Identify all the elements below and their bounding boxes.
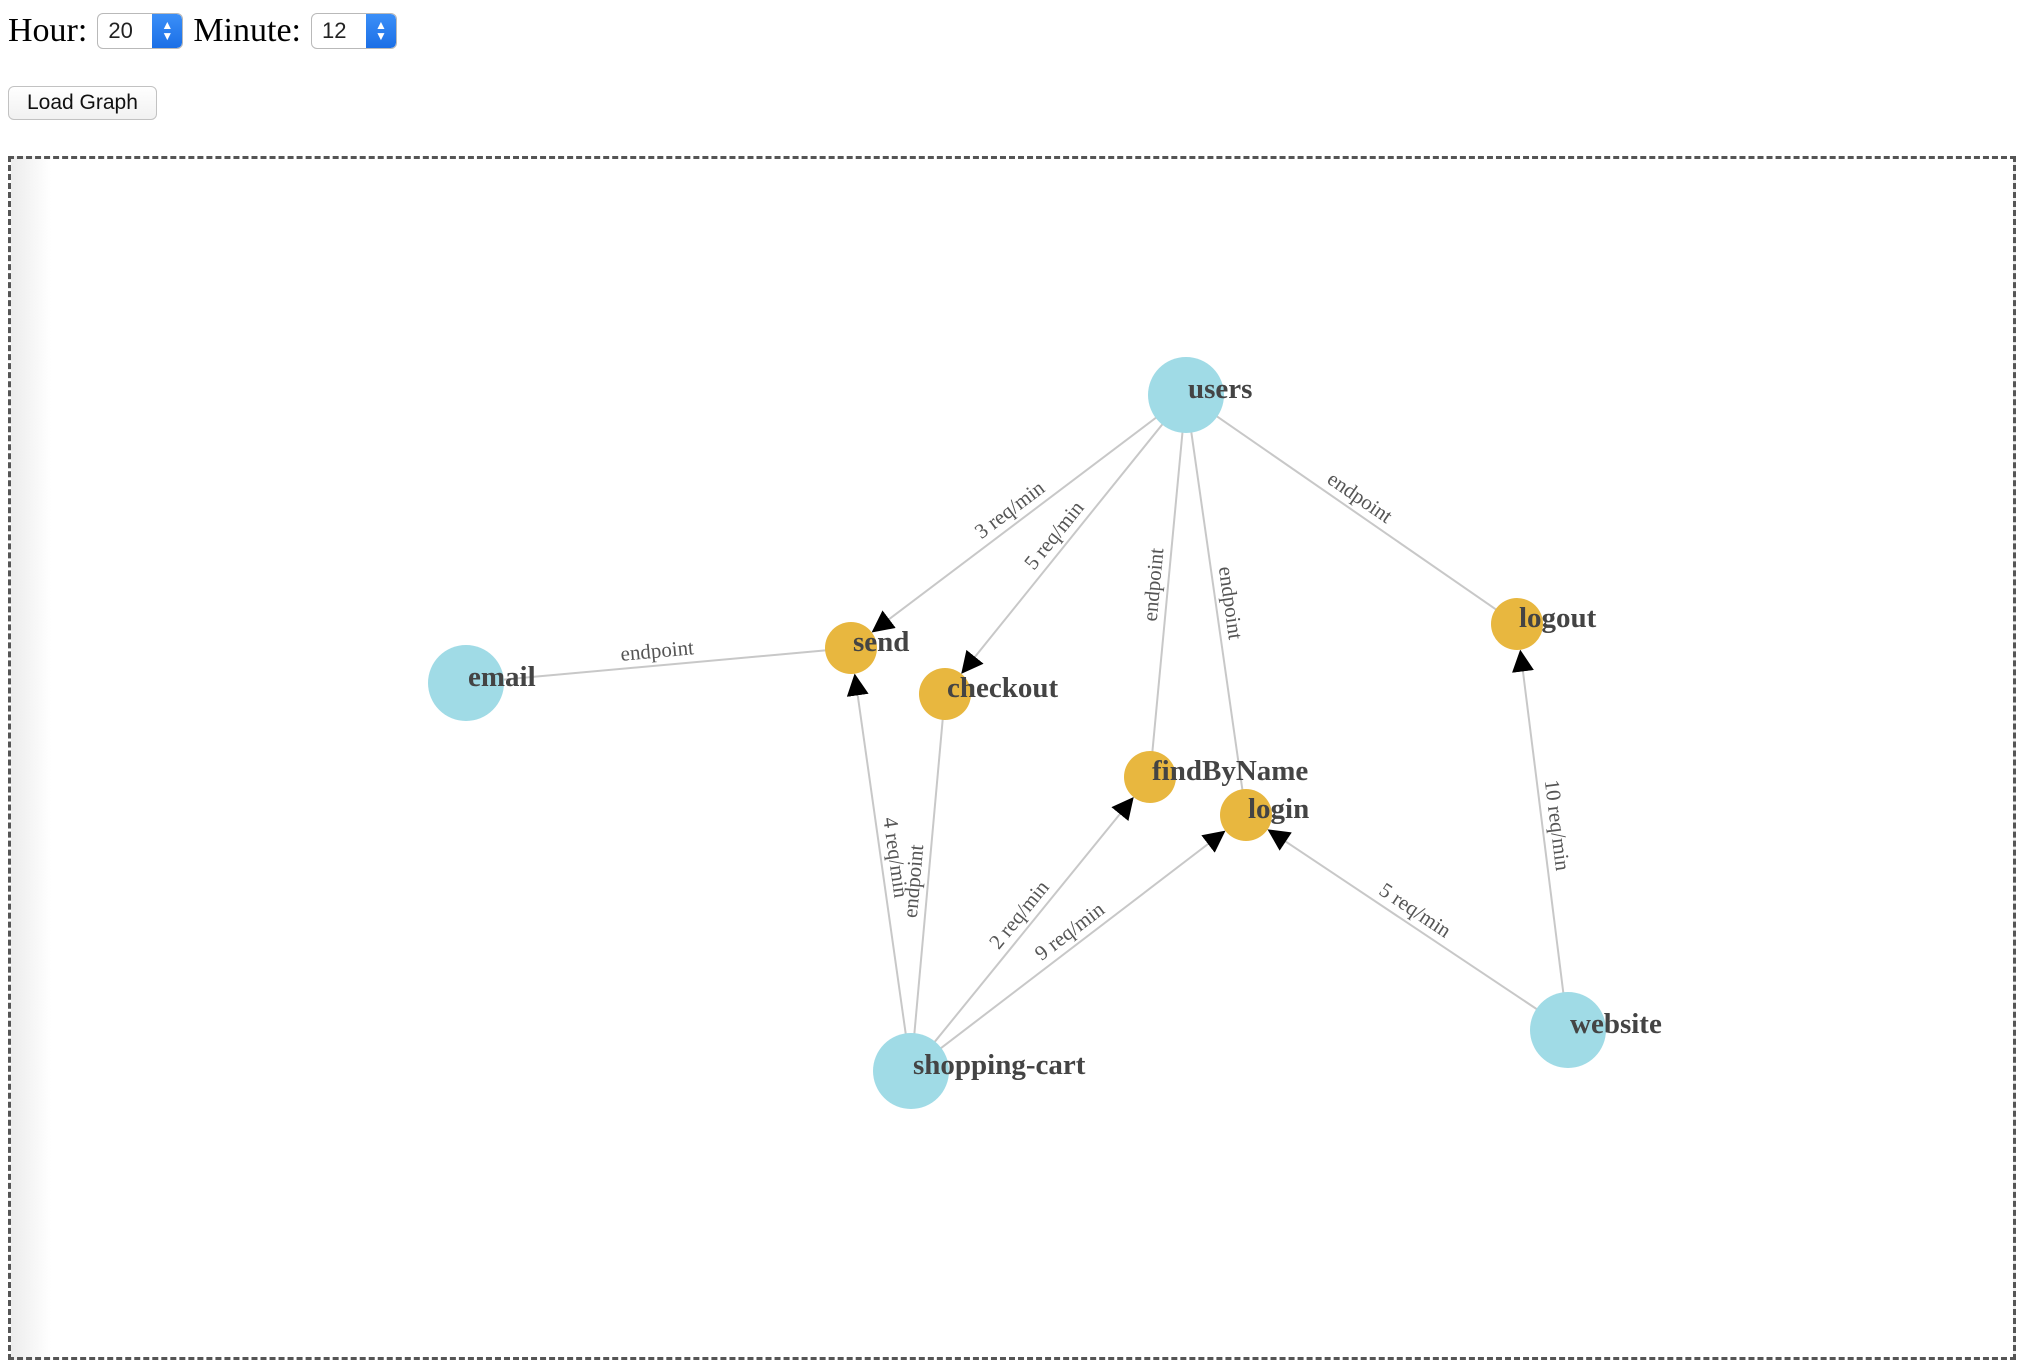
node-login[interactable]: login (1220, 789, 1309, 841)
endpoint-node-circle[interactable] (1220, 789, 1272, 841)
chevron-updown-icon: ▲▼ (152, 14, 183, 48)
edge-website-login (1267, 829, 1550, 1019)
node-label: send (853, 626, 909, 658)
node-label: findByName (1152, 755, 1308, 787)
edges-layer (488, 407, 1567, 1058)
hour-select[interactable]: 20 ▲▼ (97, 13, 184, 49)
node-findByName[interactable]: findByName (1124, 751, 1308, 803)
service-node-circle[interactable] (428, 645, 504, 721)
edge-shopping-cart-login (928, 830, 1226, 1058)
node-label: logout (1519, 602, 1597, 634)
edge-label: endpoint (619, 635, 695, 666)
node-label: checkout (947, 672, 1059, 704)
node-checkout[interactable]: checkout (919, 668, 1059, 720)
node-email[interactable]: email (428, 645, 536, 721)
minute-label: Minute: (193, 12, 301, 49)
hour-label: Hour: (8, 12, 88, 49)
edge-users-checkout (961, 412, 1173, 674)
edge-website-logout (1512, 649, 1567, 1008)
node-logout[interactable]: logout (1491, 598, 1597, 650)
node-send[interactable]: send (825, 622, 909, 674)
edge-label: 9 req/min (1030, 897, 1109, 966)
edge-users-send (871, 407, 1169, 633)
hour-value: 20 (108, 18, 133, 43)
node-website[interactable]: website (1530, 992, 1662, 1068)
node-label: users (1188, 373, 1252, 405)
minute-select[interactable]: 12 ▲▼ (311, 13, 397, 49)
load-graph-button[interactable]: Load Graph (8, 86, 157, 120)
node-shopping-cart[interactable]: shopping-cart (873, 1033, 1086, 1109)
node-label: website (1570, 1008, 1662, 1040)
edge-users-findByName (1149, 417, 1185, 770)
node-label: shopping-cart (913, 1049, 1086, 1081)
minute-value: 12 (322, 18, 347, 43)
endpoint-node-circle[interactable] (919, 668, 971, 720)
chevron-updown-icon: ▲▼ (366, 14, 396, 48)
edge-label: 3 req/min (970, 475, 1050, 543)
time-controls: Hour: 20 ▲▼ Minute: 12 ▲▼ (8, 12, 397, 50)
service-node-circle[interactable] (1530, 992, 1606, 1068)
endpoint-node-circle[interactable] (1124, 751, 1176, 803)
service-node-circle[interactable] (1148, 357, 1224, 433)
endpoint-node-circle[interactable] (1491, 598, 1543, 650)
edge-shopping-cart-send (846, 673, 909, 1049)
edge-label: 10 req/min (1540, 778, 1575, 872)
edge-shopping-cart-checkout (912, 701, 946, 1049)
edge-users-login (1188, 417, 1246, 808)
node-users[interactable]: users (1148, 357, 1252, 433)
edge-email-send (488, 647, 844, 682)
node-label: login (1248, 793, 1309, 825)
edge-label: endpoint (1138, 547, 1169, 623)
edge-shopping-cart-findByName (924, 797, 1134, 1054)
nodes-layer: users email shopping-cart website send checko… (428, 357, 1662, 1109)
service-node-circle[interactable] (873, 1033, 949, 1109)
endpoint-node-circle[interactable] (825, 622, 877, 674)
node-label: email (468, 661, 536, 693)
edge-users-logout (1204, 407, 1512, 621)
